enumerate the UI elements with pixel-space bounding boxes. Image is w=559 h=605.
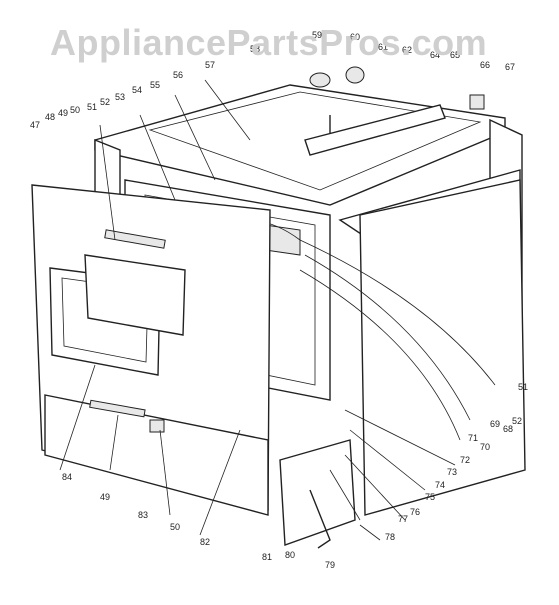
callout: 48 <box>45 112 55 122</box>
callout: 70 <box>480 442 490 452</box>
callout: 52 <box>100 97 110 107</box>
leader-lines <box>59 79 496 541</box>
callout: 61 <box>378 42 388 52</box>
callout: 75 <box>425 492 435 502</box>
callout: 53 <box>115 92 125 102</box>
watermark: AppliancePartsPros.com <box>50 22 488 63</box>
callout: 74 <box>435 480 445 490</box>
callout: 67 <box>505 62 515 72</box>
callout: 56 <box>173 70 183 80</box>
callout: 65 <box>450 50 460 60</box>
callout: 66 <box>480 60 490 70</box>
callout: 49 <box>100 492 110 502</box>
drawer-knob <box>149 419 165 433</box>
callout: 55 <box>150 80 160 90</box>
callout: 51 <box>518 382 528 392</box>
callout: 58 <box>250 44 260 54</box>
callout: 76 <box>410 507 420 517</box>
callout: 69 <box>490 419 500 429</box>
callout: 82 <box>200 537 210 547</box>
top-panel-edge <box>148 91 482 191</box>
door-handle <box>104 229 166 249</box>
callout: 52 <box>512 416 522 426</box>
callout: 80 <box>285 550 295 560</box>
callout: 71 <box>468 433 478 443</box>
callout: 72 <box>460 455 470 465</box>
callout: 77 <box>398 514 408 524</box>
callout: 83 <box>138 510 148 520</box>
drawer-front <box>44 394 269 516</box>
callout: 51 <box>87 102 97 112</box>
vent-grommet <box>309 72 331 88</box>
callout: 84 <box>62 472 72 482</box>
hinge-arm <box>309 489 331 549</box>
clip-part <box>469 94 485 110</box>
callout: 57 <box>205 60 215 70</box>
callout: 62 <box>402 45 412 55</box>
callout: 68 <box>503 424 513 434</box>
hinge-plate <box>279 439 356 546</box>
drawer-handle <box>89 399 146 418</box>
inner-glass <box>84 254 186 336</box>
callout: 60 <box>350 32 360 42</box>
spring <box>329 469 361 521</box>
callout: 79 <box>325 560 335 570</box>
callout: 78 <box>385 532 395 542</box>
callout: 64 <box>430 50 440 60</box>
vent-ring <box>345 66 365 84</box>
callout: 81 <box>262 552 272 562</box>
callout: 49 <box>58 108 68 118</box>
rear-bracket <box>304 104 446 156</box>
callout: 50 <box>170 522 180 532</box>
callout: 54 <box>132 85 142 95</box>
callout: 59 <box>312 30 322 40</box>
callout: 73 <box>447 467 457 477</box>
side-frame <box>359 179 526 516</box>
callout: 50 <box>70 105 80 115</box>
callout: 47 <box>30 120 40 130</box>
